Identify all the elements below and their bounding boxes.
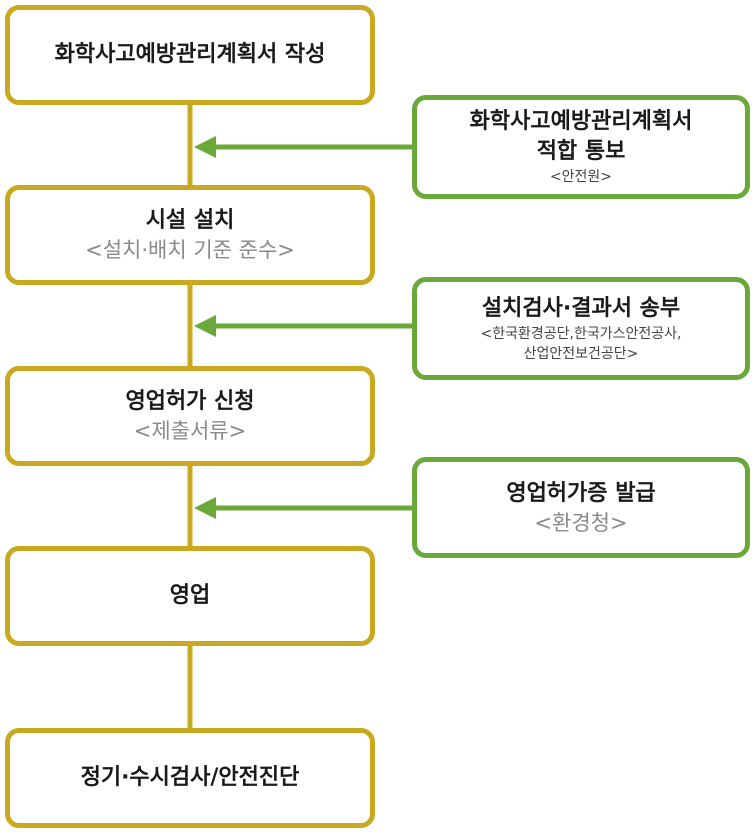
step-title: 시설 설치 bbox=[145, 208, 235, 233]
step-facility-install: 시설 설치 <설치·배치 기준 준수> bbox=[5, 185, 375, 285]
step-inspection-diagnosis: 정기·수시검사/안전진단 bbox=[5, 728, 375, 828]
step-plan-writing: 화학사고예방관리계획서 작성 bbox=[5, 5, 375, 105]
step-title: 정기·수시검사/안전진단 bbox=[80, 765, 300, 790]
notice-installation-inspection: 설치검사·결과서 송부 <한국환경공단,한국가스안전공사, 산업안전보건공단> bbox=[412, 277, 750, 380]
notice-org: <안전원> bbox=[549, 169, 613, 185]
arrow-notice-2 bbox=[194, 315, 412, 337]
step-business-permit-application: 영업허가 신청 <제출서류> bbox=[5, 366, 375, 466]
notice-title-line1: 설치검사·결과서 송부 bbox=[481, 295, 681, 321]
step-business-operation: 영업 bbox=[5, 546, 375, 646]
arrow-notice-1 bbox=[194, 136, 412, 158]
notice-org-line1: <한국환경공단,한국가스안전공사, bbox=[480, 325, 682, 342]
notice-business-permit-issue: 영업허가증 발급 <환경청> bbox=[412, 457, 750, 558]
step-title: 화학사고예방관리계획서 작성 bbox=[54, 42, 326, 67]
step-title: 영업 bbox=[169, 583, 211, 608]
notice-title-line1: 화학사고예방관리계획서 bbox=[469, 109, 693, 134]
notice-title-line2: 적합 통보 bbox=[536, 139, 626, 164]
notice-org-line2: 산업안전보건공단> bbox=[523, 345, 639, 362]
notice-plan-approval: 화학사고예방관리계획서 적합 통보 <안전원> bbox=[412, 95, 750, 199]
notice-org: <환경청> bbox=[534, 510, 628, 535]
arrow-notice-3 bbox=[194, 497, 412, 519]
step-subtitle: <제출서류> bbox=[133, 419, 247, 443]
step-title: 영업허가 신청 bbox=[125, 389, 255, 414]
notice-title-line1: 영업허가증 발급 bbox=[506, 480, 656, 506]
step-subtitle: <설치·배치 기준 준수> bbox=[85, 238, 295, 262]
